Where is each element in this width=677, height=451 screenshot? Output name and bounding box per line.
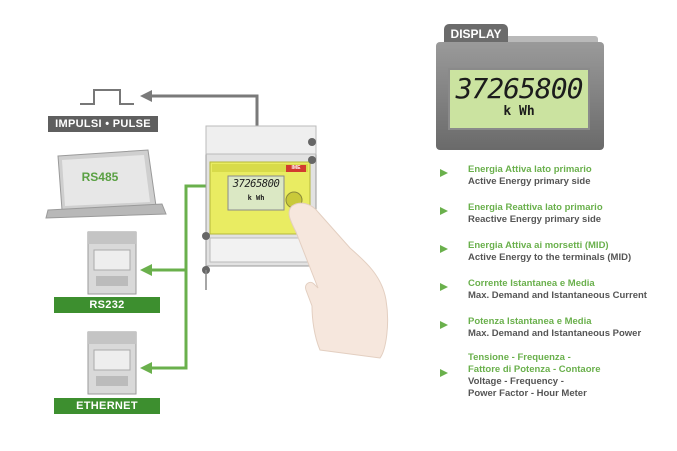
arrow-bullet-icon	[440, 283, 448, 291]
ethernet-label: ETHERNET	[54, 398, 160, 414]
feature-title-it: Tensione - Frequenza -	[468, 352, 571, 363]
pointing-hand-icon	[288, 202, 389, 359]
display-tab: DISPLAY	[444, 24, 508, 44]
meter-brand-logo: IME	[286, 165, 306, 172]
feature-title-it: Fattore di Potenza - Contaore	[468, 364, 601, 375]
laptop-icon	[45, 149, 167, 219]
pulse-label: IMPULSI • PULSE	[48, 116, 158, 132]
feature-title-it: Energia Reattiva lato primario	[468, 202, 603, 213]
pulse-arrowhead	[140, 90, 152, 102]
arrow-bullet-icon	[440, 321, 448, 329]
feature-title-en: Voltage - Frequency -	[468, 376, 564, 387]
feature-title-it: Potenza Istantanea e Media	[468, 316, 592, 327]
feature-title-it: Energia Attiva lato primario	[468, 164, 592, 175]
feature-title-en: Active Energy primary side	[468, 176, 591, 187]
meter-lcd-value: 37265800	[232, 178, 280, 190]
feature-title-en: Active Energy to the terminals (MID)	[468, 252, 632, 263]
arrow-bullet-icon	[440, 169, 448, 177]
feature-item: Potenza Istantanea e Media Max. Demand a…	[440, 316, 670, 340]
ethernet-module-icon	[87, 331, 137, 395]
ethernet-arrowhead	[140, 362, 152, 374]
feature-item: Energia Reattiva lato primario Reactive …	[440, 202, 670, 226]
arrow-bullet-icon	[440, 207, 448, 215]
feature-item: Corrente Istantanea e Media Max. Demand …	[440, 278, 670, 302]
rs232-module-icon	[87, 231, 137, 295]
rs232-arrowhead	[140, 264, 152, 276]
feature-title-en: Max. Demand and Istantaneous Current	[468, 290, 647, 301]
feature-item: Energia Attiva ai morsetti (MID) Active …	[440, 240, 670, 264]
meter-lcd-unit: k Wh	[247, 194, 265, 202]
display-lcd-value: 37265800	[455, 72, 584, 105]
rs485-label: RS485	[81, 170, 119, 184]
pulse-waveform	[80, 89, 134, 105]
feature-title-en: Max. Demand and Istantaneous Power	[468, 328, 642, 339]
arrow-bullet-icon	[440, 245, 448, 253]
display-lcd: 37265800 k Wh	[448, 68, 590, 130]
rs232-label: RS232	[54, 297, 160, 313]
feature-item: Tensione - Frequenza - Fattore di Potenz…	[440, 352, 670, 400]
feature-title-en: Reactive Energy primary side	[468, 214, 602, 225]
feature-item: Energia Attiva lato primario Active Ener…	[440, 164, 670, 188]
feature-title-it: Corrente Istantanea e Media	[468, 278, 595, 289]
display-lcd-unit: k Wh	[503, 104, 535, 119]
arrow-bullet-icon	[440, 369, 448, 377]
pulse-connection-line	[150, 94, 259, 126]
feature-title-it: Energia Attiva ai morsetti (MID)	[468, 240, 609, 251]
feature-title-en: Power Factor - Hour Meter	[468, 388, 587, 399]
